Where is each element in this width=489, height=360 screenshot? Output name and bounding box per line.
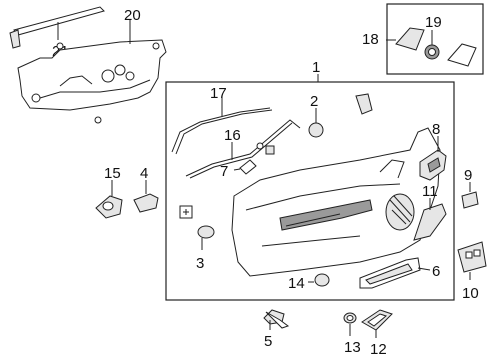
part-5-push-pin xyxy=(263,309,290,330)
part-11-bracket xyxy=(413,198,447,241)
callout-19: 19 xyxy=(425,14,442,31)
callout-3: 3 xyxy=(196,255,204,272)
callout-13: 13 xyxy=(344,339,361,356)
part-6-armrest xyxy=(359,257,431,289)
callout-18: 18 xyxy=(362,31,379,48)
part-13-grommet xyxy=(343,312,357,336)
callout-4: 4 xyxy=(140,165,148,182)
callout-10: 10 xyxy=(462,285,479,302)
part-15-bezel xyxy=(95,180,123,219)
part-17-rod xyxy=(171,96,273,155)
parts-box-1 xyxy=(165,81,455,301)
callout-6: 6 xyxy=(432,263,440,280)
callout-9: 9 xyxy=(464,167,472,184)
callout-14: 14 xyxy=(288,275,305,292)
part-10-switch xyxy=(457,241,487,280)
clip-part xyxy=(355,93,373,115)
callout-16: 16 xyxy=(224,127,241,144)
part-12-bezel xyxy=(361,309,393,338)
part-14-cap xyxy=(308,273,330,287)
callout-7: 7 xyxy=(220,163,228,180)
part-20-water-deflector xyxy=(17,20,167,124)
part-16-link-rod xyxy=(185,119,301,179)
part-21-weatherstrip xyxy=(9,6,105,49)
callout-5: 5 xyxy=(264,333,272,350)
part-3-pad xyxy=(197,225,215,250)
door-trim-panel xyxy=(231,127,441,277)
callout-8: 8 xyxy=(432,121,440,138)
callout-1: 1 xyxy=(312,59,320,76)
parts-box-18-19 xyxy=(386,3,484,75)
callout-20: 20 xyxy=(124,7,141,24)
callout-11: 11 xyxy=(422,183,438,200)
part-9-cover xyxy=(461,182,479,209)
callout-17: 17 xyxy=(210,85,227,102)
part-4-clip xyxy=(133,180,159,213)
switch-plug xyxy=(179,205,193,219)
part-7-pin xyxy=(233,159,257,175)
callout-2: 2 xyxy=(310,93,318,110)
callout-12: 12 xyxy=(370,341,387,358)
part-2-plug xyxy=(308,108,324,138)
part-8-door-handle xyxy=(419,136,447,181)
callout-15: 15 xyxy=(104,165,121,182)
